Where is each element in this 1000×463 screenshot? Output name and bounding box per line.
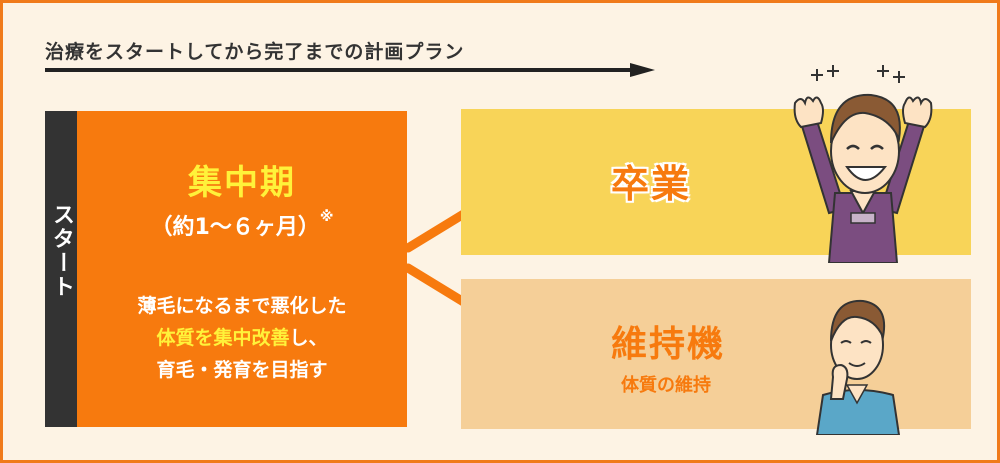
intensive-phase-box: 集中期 （約1〜６ヶ月）※ 薄毛になるまで悪化した 体質を集中改善し、 育毛・発…	[77, 111, 407, 427]
intensive-duration: （約1〜６ヶ月）※	[77, 209, 407, 241]
note-mark: ※	[319, 209, 334, 225]
start-tab: スタート	[45, 111, 77, 427]
maintenance-label: 維持機	[611, 324, 726, 365]
intensive-duration-text: （約1〜６ヶ月）	[150, 215, 320, 240]
intensive-desc-line1: 薄毛になるまで悪化した	[137, 295, 347, 317]
intensive-desc-line2: 体質を集中改善し、	[77, 323, 407, 350]
intensive-desc-highlight: 体質を集中改善	[156, 327, 290, 349]
maintenance-sub: 体質の維持	[621, 375, 711, 396]
thinking-man-illustration	[815, 299, 901, 435]
cheering-man-illustration	[793, 65, 933, 263]
graduation-label: 卒業	[611, 162, 692, 206]
start-label: スタート	[49, 203, 74, 299]
intensive-title: 集中期	[188, 163, 296, 203]
intensive-desc-line3: 育毛・発育を目指す	[156, 359, 328, 381]
timeline-arrow	[45, 63, 655, 77]
intensive-desc-rest: し、	[289, 327, 328, 349]
plan-title: 治療をスタートしてから完了までの計画プラン	[45, 41, 465, 63]
